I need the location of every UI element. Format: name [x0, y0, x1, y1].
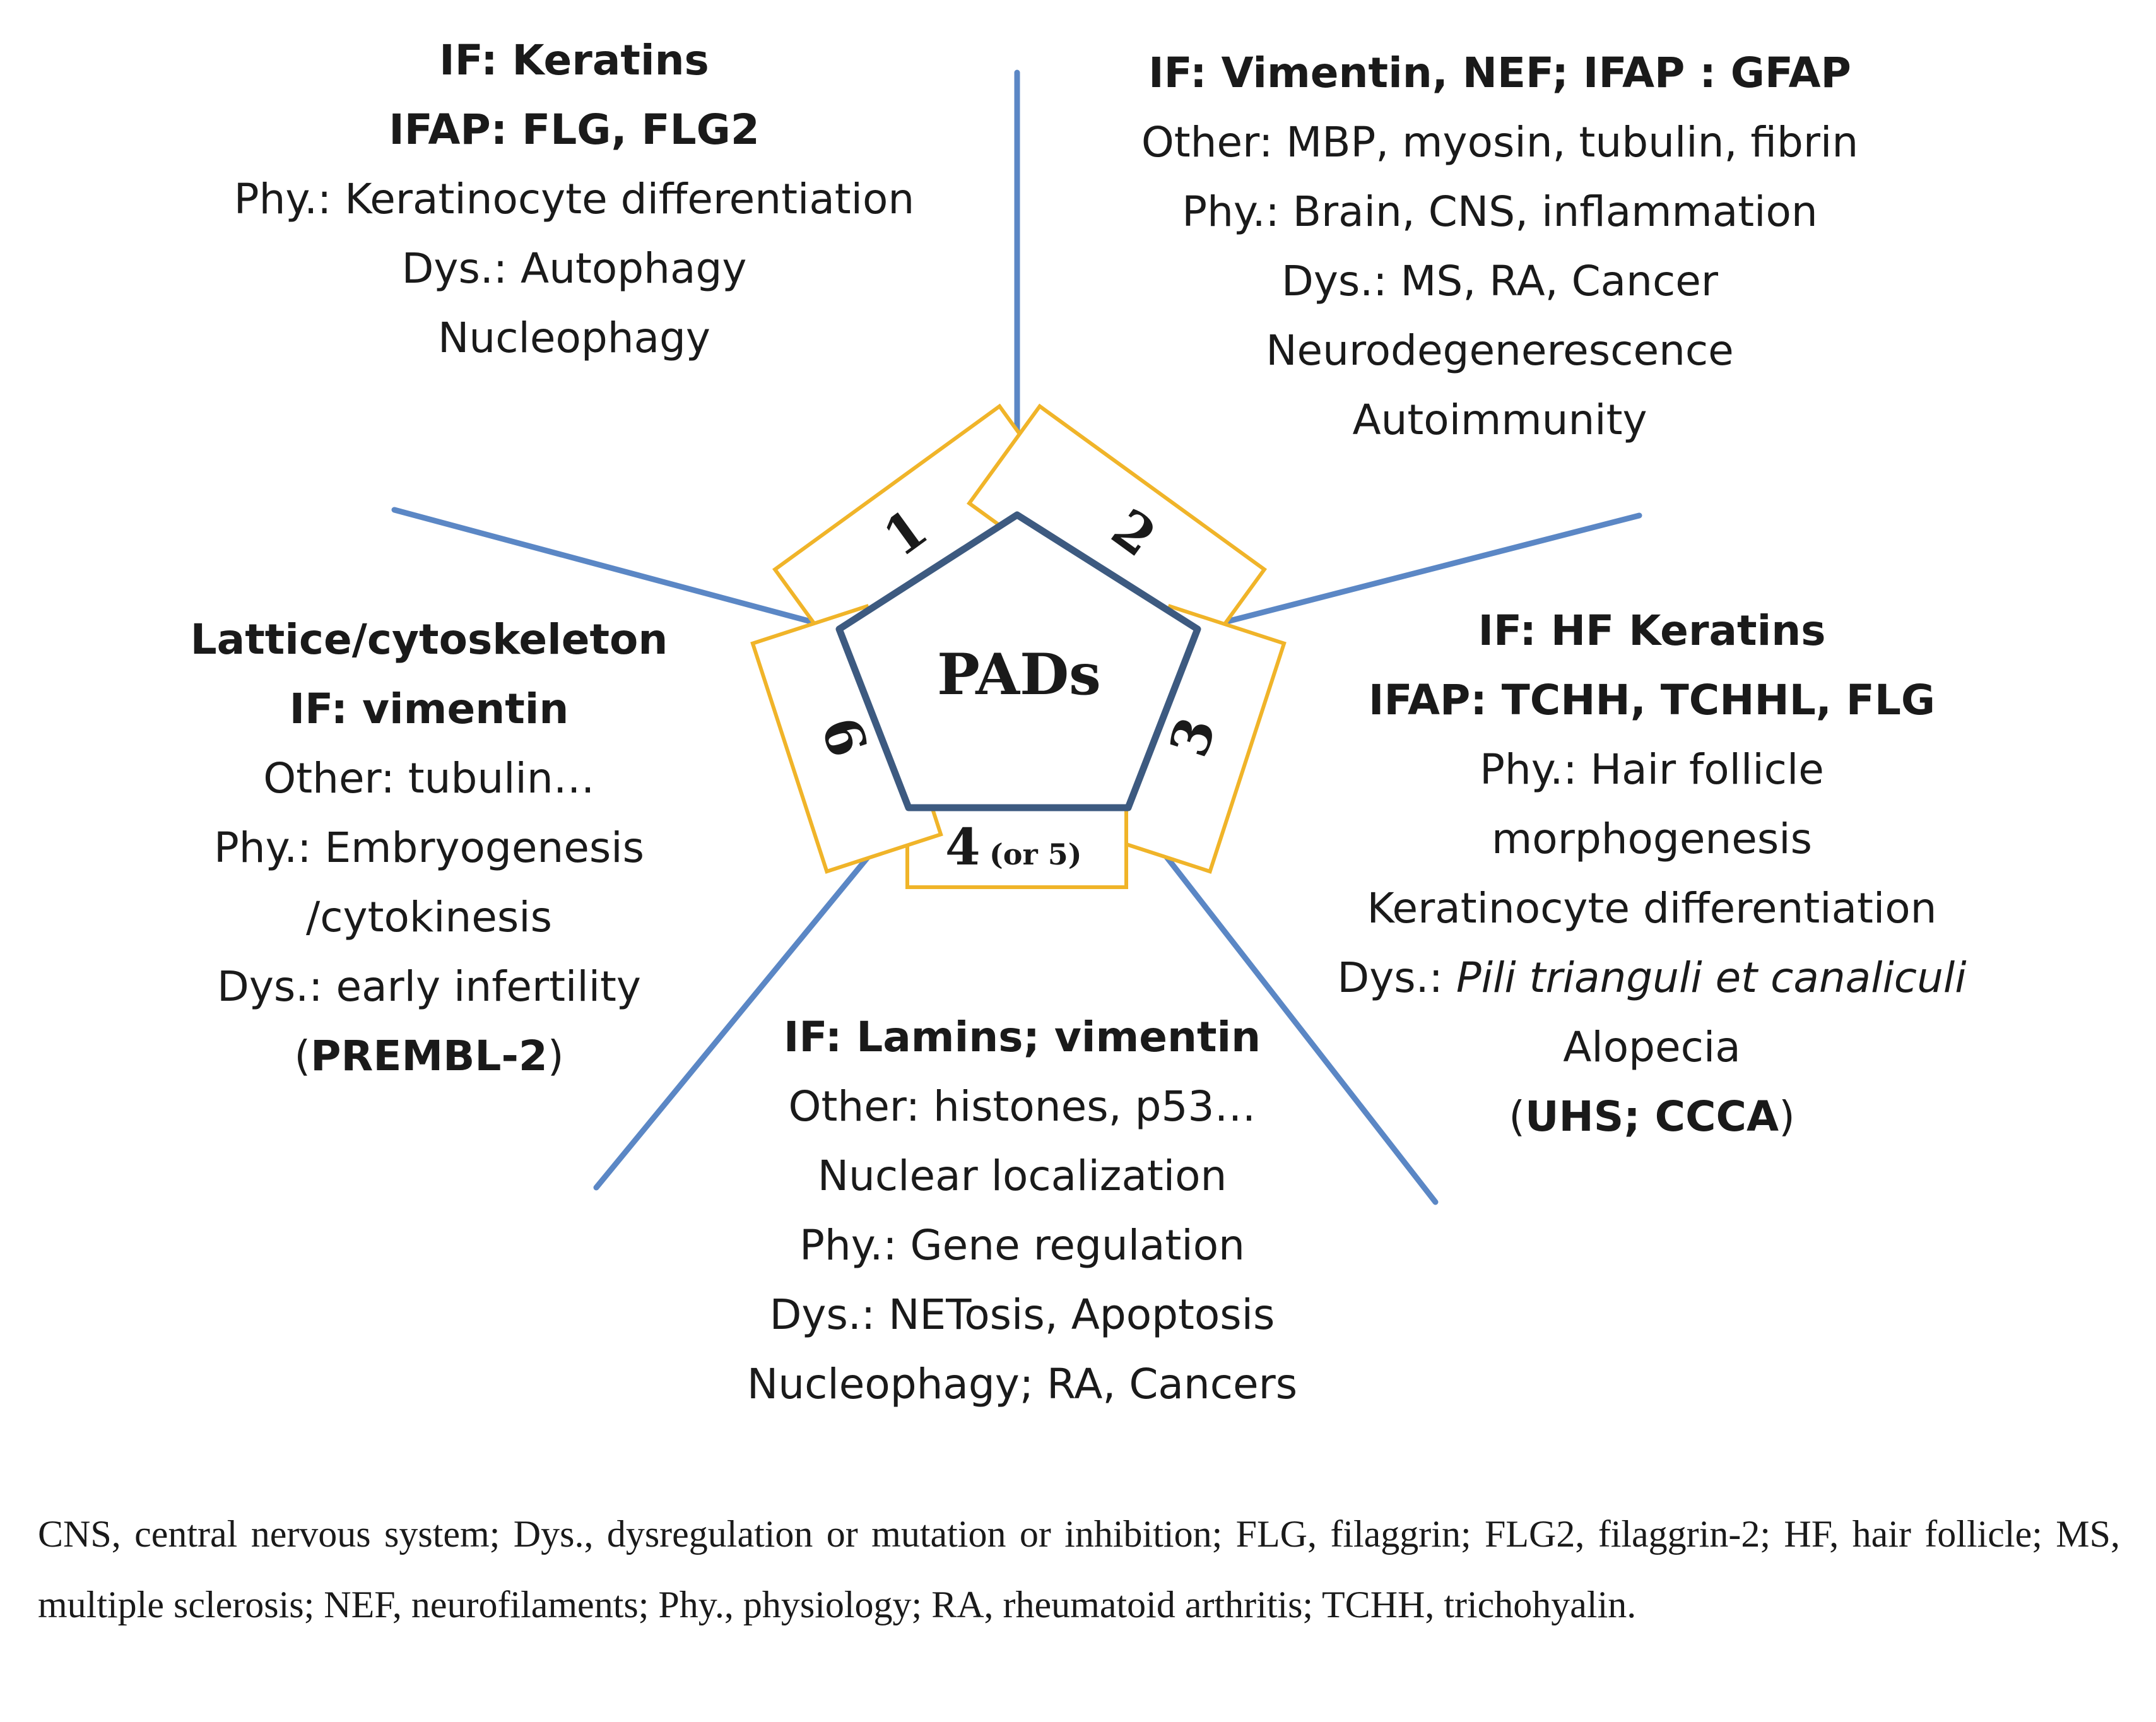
right-line-8: (UHS; CCCA): [1509, 1092, 1795, 1141]
spoke-upper-left: [391, 507, 842, 632]
right-line-1: IF: HF Keratins: [1478, 606, 1826, 655]
pads-pentagon: [835, 511, 1201, 811]
spokes: [391, 69, 1642, 1205]
tr-line-4: Dys.: MS, RA, Cancer: [1281, 257, 1719, 305]
left-line-6: Dys.: early infertility: [217, 962, 641, 1011]
tl-line-1: IF: Keratins: [439, 36, 709, 85]
tab-4-sub: (or 5): [989, 837, 1081, 871]
tr-line-6: Autoimmunity: [1352, 396, 1647, 444]
tr-line-5: Neurodegenerescence: [1266, 326, 1734, 375]
tab-4-number: 4: [945, 817, 981, 876]
left-line-7-close: ): [548, 1032, 564, 1080]
left-line-3: Other: tubulin…: [263, 754, 594, 803]
left-line-7-bold: PREMBL-2: [310, 1032, 548, 1080]
tr-line-1: IF: Vimentin, NEF; IFAP : GFAP: [1148, 49, 1851, 97]
tl-line-3: Phy.: Keratinocyte differentiation: [234, 175, 914, 223]
pads-center-label: PADs: [937, 641, 1101, 708]
bottom-line-5: Dys.: NETosis, Apoptosis: [770, 1290, 1275, 1339]
right-line-8-close: ): [1779, 1092, 1795, 1141]
right-line-8-bold: UHS; CCCA: [1525, 1092, 1779, 1141]
right-line-4: morphogenesis: [1492, 815, 1812, 863]
block-left: Lattice/cytoskeleton IF: vimentin Other:…: [191, 615, 668, 1080]
left-line-7: (PREMBL-2): [294, 1032, 563, 1080]
tr-line-2: Other: MBP, myosin, tubulin, fibrin: [1141, 118, 1858, 167]
right-line-2: IFAP: TCHH, TCHHL, FLG: [1369, 676, 1935, 724]
bottom-line-4: Phy.: Gene regulation: [799, 1221, 1245, 1270]
tr-line-3: Phy.: Brain, CNS, inflammation: [1182, 187, 1817, 236]
number-tabs: [750, 403, 1287, 889]
spoke-lower-left: [593, 805, 912, 1191]
bottom-line-6: Nucleophagy; RA, Cancers: [747, 1360, 1297, 1408]
right-line-6-prefix: Dys.:: [1337, 953, 1456, 1002]
left-line-4: Phy.: Embryogenesis: [214, 823, 644, 872]
right-line-8-open: (: [1509, 1092, 1525, 1141]
left-line-2: IF: vimentin: [290, 685, 569, 733]
tl-line-4: Dys.: Autophagy: [402, 244, 747, 293]
tl-line-5: Nucleophagy: [438, 314, 710, 362]
block-right: IF: HF Keratins IFAP: TCHH, TCHHL, FLG P…: [1337, 606, 1967, 1141]
left-line-5: /cytokinesis: [306, 893, 552, 941]
right-line-7: Alopecia: [1563, 1023, 1740, 1071]
right-line-5: Keratinocyte differentiation: [1367, 884, 1937, 933]
right-line-6-italic: Pili trianguli et canaliculi: [1456, 953, 1967, 1002]
figure-caption: CNS, central nervous system; Dys., dysre…: [38, 1513, 2120, 1625]
bottom-line-2: Other: histones, p53…: [789, 1082, 1256, 1131]
block-bottom: IF: Lamins; vimentin Other: histones, p5…: [747, 1013, 1297, 1408]
right-line-6: Dys.: Pili trianguli et canaliculi: [1337, 953, 1967, 1002]
pad-diagram: PADs 1 2 3 6 4 (or 5) IF: Keratins IFAP:…: [191, 36, 1967, 1408]
bottom-line-1: IF: Lamins; vimentin: [784, 1013, 1261, 1061]
block-top-left: IF: Keratins IFAP: FLG, FLG2 Phy.: Kerat…: [234, 36, 914, 362]
tl-line-2: IFAP: FLG, FLG2: [389, 105, 760, 154]
spoke-lower-right: [1125, 805, 1439, 1205]
tab-4: [905, 807, 1128, 889]
block-top-right: IF: Vimentin, NEF; IFAP : GFAP Other: MB…: [1141, 49, 1858, 444]
left-line-7-open: (: [294, 1032, 310, 1080]
bottom-line-3: Nuclear localization: [818, 1152, 1227, 1200]
left-line-1: Lattice/cytoskeleton: [191, 615, 668, 664]
right-line-3: Phy.: Hair follicle: [1480, 745, 1824, 794]
spoke-upper-right: [1194, 512, 1642, 632]
